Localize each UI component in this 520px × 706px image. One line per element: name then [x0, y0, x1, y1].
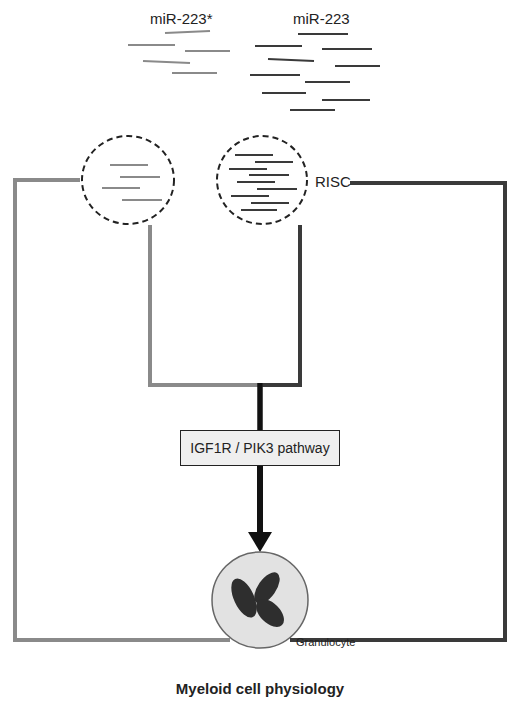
connector-line	[290, 183, 505, 640]
caption-label: Myeloid cell physiology	[0, 680, 520, 697]
connector	[15, 180, 230, 640]
cell-circle: Granulocyte	[210, 550, 310, 650]
connector	[258, 225, 300, 430]
connector-line	[258, 383, 263, 430]
cell-name: Granulocyte	[296, 636, 355, 648]
connector-line	[257, 466, 263, 536]
mirna-name: miR-223	[293, 10, 350, 27]
connector-line	[258, 383, 263, 430]
connector-line	[150, 225, 262, 385]
arrow-head	[248, 532, 272, 552]
mirna-pool-star	[128, 31, 230, 73]
risc-ellipse-outline	[80, 5, 215, 225]
risc-ellipse: miR-223RISC	[215, 5, 350, 225]
mirna-name: miR-223*	[150, 10, 213, 27]
pathway-name: IGF1R / PIK3 pathway	[190, 440, 329, 456]
risc-ellipse: miR-223*	[80, 5, 215, 225]
complex-label: RISC	[315, 173, 351, 190]
cell-circle-outline	[210, 550, 310, 650]
mirna-pool	[250, 34, 380, 110]
pathway-box: IGF1R / PIK3 pathway	[180, 430, 340, 466]
connector-line	[258, 225, 300, 385]
connector	[248, 466, 272, 552]
connector-line	[15, 180, 230, 640]
risc-ellipse-outline	[215, 5, 350, 225]
connector	[290, 183, 505, 640]
connector	[150, 225, 262, 430]
